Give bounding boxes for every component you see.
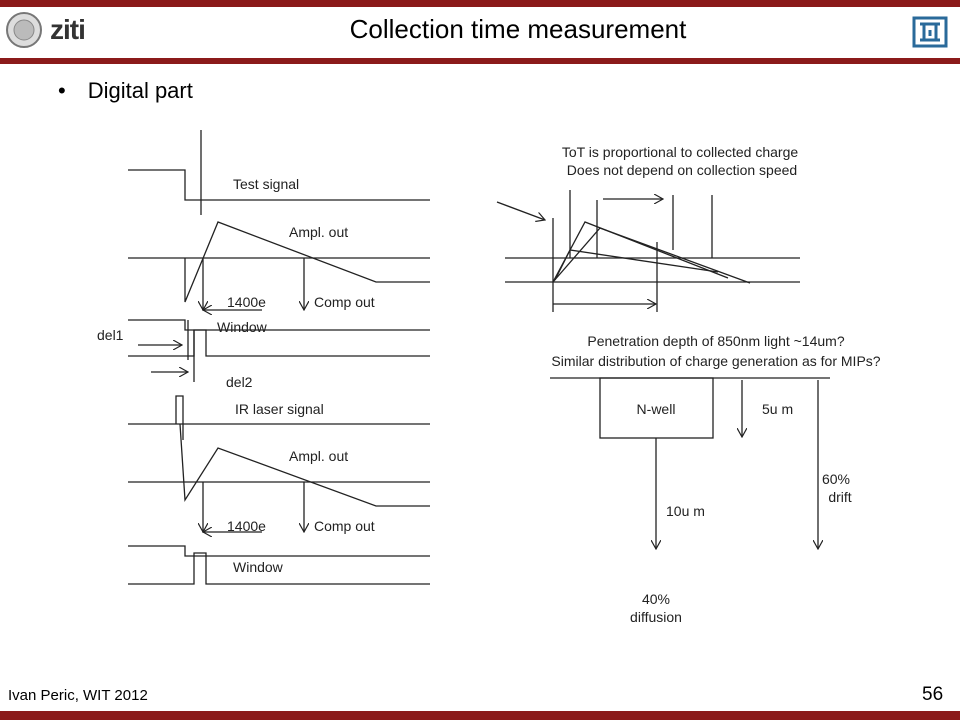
label-ampl-out-1: Ampl. out [289, 224, 348, 240]
ampl-out-waveform [184, 221, 430, 303]
label-drift: drift [828, 489, 851, 505]
ampl-out-waveform-2 [179, 423, 430, 507]
comp-out-baseline-2 [128, 545, 430, 557]
bullet-text: Digital part [87, 78, 193, 103]
window-pulse-1 [128, 329, 430, 357]
top-accent-bar [0, 0, 960, 7]
label-window-2: Window [233, 559, 284, 575]
ziti-logo: ziti [50, 14, 86, 45]
label-threshold-1: 1400e [227, 294, 266, 310]
label-depth-10um: 10u m [666, 503, 705, 519]
label-threshold-2: 1400e [227, 518, 266, 534]
slide-title: Collection time measurement [349, 14, 687, 44]
label-ir-laser-signal: IR laser signal [235, 401, 324, 417]
tot-pulse-2 [552, 227, 751, 284]
university-seal-icon [6, 12, 42, 48]
label-tot-line2: Does not depend on collection speed [567, 162, 797, 178]
ir-laser-pulse [175, 395, 184, 440]
label-diffusion-percent: 40% [642, 591, 670, 607]
label-tot-line1: ToT is proportional to collected charge [562, 144, 799, 160]
label-comp-out-2: Comp out [314, 518, 375, 534]
label-ampl-out-2: Ampl. out [289, 448, 348, 464]
bottom-accent-bar [0, 711, 960, 720]
comp-out-baseline [128, 319, 430, 331]
bullet-digital-part: •Digital part [58, 78, 193, 103]
test-signal-waveform [128, 169, 430, 201]
header-divider-bar [0, 58, 960, 64]
label-del2: del2 [226, 374, 253, 390]
page-number: 56 [922, 684, 944, 705]
label-penetration-line1: Penetration depth of 850nm light ~14um? [587, 333, 844, 349]
label-window-1: Window [217, 319, 268, 335]
label-nwell: N-well [637, 401, 676, 417]
label-depth-5um: 5u m [762, 401, 793, 417]
label-penetration-line2: Similar distribution of charge generatio… [551, 353, 880, 369]
institute-logo-icon [912, 16, 948, 48]
label-del1: del1 [97, 327, 124, 343]
label-comp-out-1: Comp out [314, 294, 375, 310]
label-diffusion: diffusion [630, 609, 682, 625]
label-test-signal: Test signal [233, 176, 299, 192]
label-drift-percent: 60% [822, 471, 850, 487]
footer-author: Ivan Peric, WIT 2012 [8, 687, 148, 704]
window-pulse-2 [128, 552, 430, 585]
